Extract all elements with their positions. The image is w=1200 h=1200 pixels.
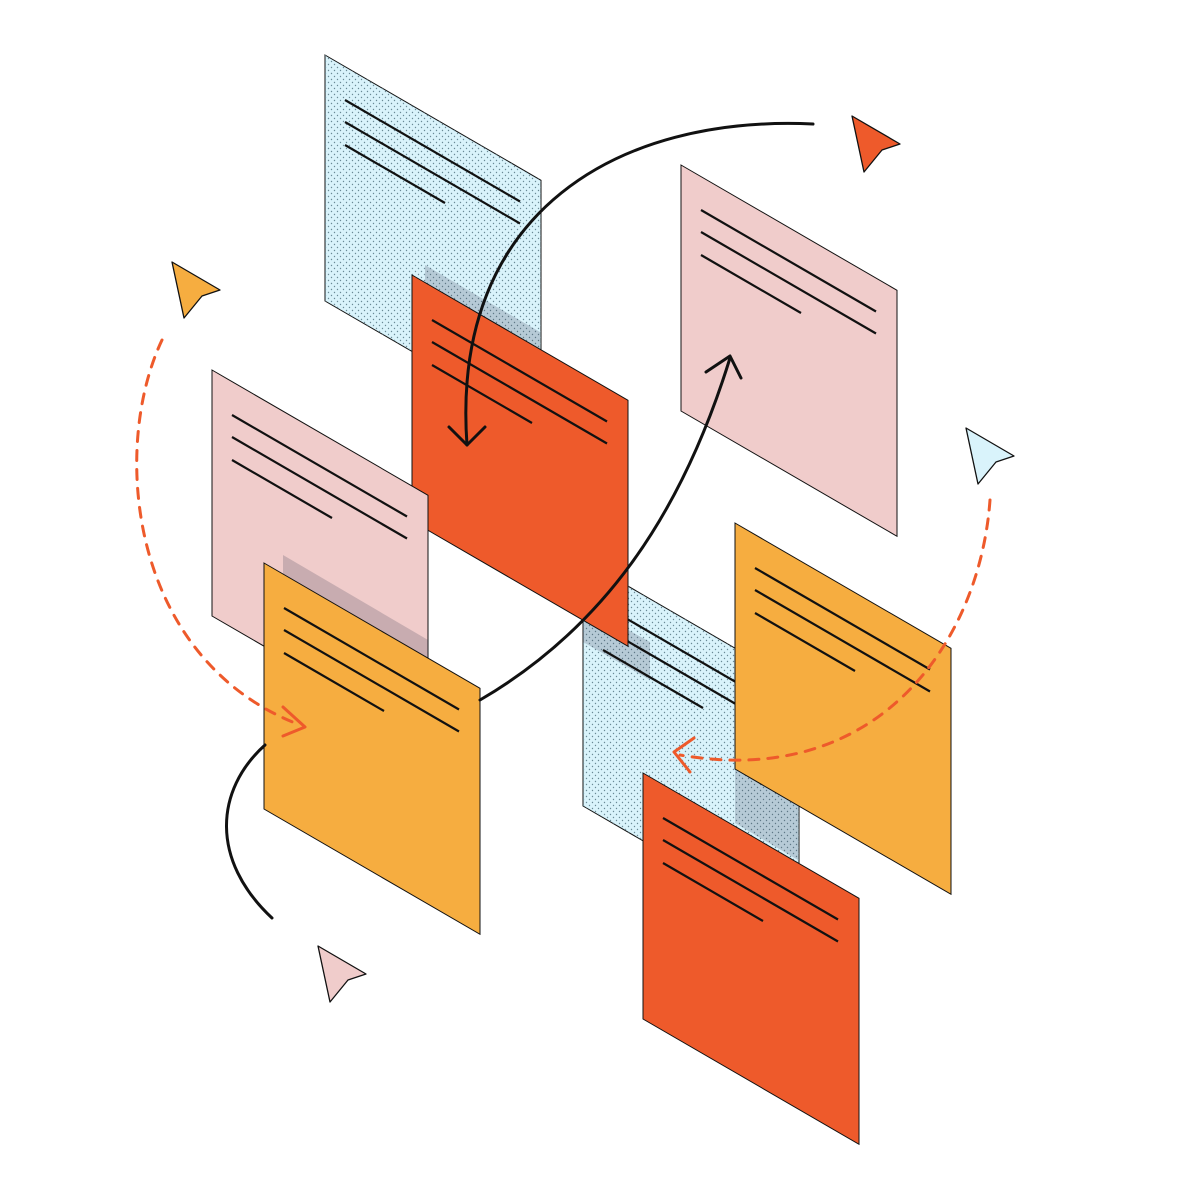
cursors-layer	[171, 115, 1015, 1003]
card-text-line	[602, 649, 704, 709]
dashed-arrow-right-head	[672, 736, 696, 774]
card-text-line	[283, 607, 460, 711]
card-text-line	[231, 436, 408, 540]
curved-arrow-tail	[225, 743, 274, 920]
curved-arrow-up	[478, 356, 732, 702]
cursor-red-icon	[851, 115, 901, 173]
card-text-line	[431, 319, 608, 423]
card-body	[411, 274, 629, 648]
card-shadow	[735, 760, 798, 860]
card-text-line	[754, 612, 856, 672]
card-body	[263, 562, 481, 936]
card-text-line	[283, 629, 460, 733]
card-text-line	[344, 144, 446, 204]
curved-arrow-down	[464, 121, 815, 447]
cards-layer	[211, 54, 952, 1146]
card-text-line	[700, 231, 877, 335]
card-yellow-left	[263, 562, 481, 936]
card-body	[642, 772, 860, 1146]
card-text-line	[700, 254, 802, 314]
card-body	[734, 522, 952, 896]
card-text-line	[662, 817, 839, 921]
cursor-yellow-icon	[171, 261, 221, 319]
card-red-bottom	[642, 772, 860, 1146]
cursor-blue-icon	[965, 427, 1015, 485]
curved-arrow-up-head	[704, 354, 743, 380]
card-text-line	[662, 862, 764, 922]
cursor-pink-icon	[317, 945, 367, 1003]
arrows-layer	[135, 121, 992, 920]
card-text-line	[754, 567, 931, 671]
card-body	[680, 164, 898, 538]
card-text-line	[344, 99, 521, 203]
dashed-arrow-left-head	[281, 705, 307, 738]
dashed-arrow-left	[135, 338, 302, 727]
card-text-line	[231, 414, 408, 518]
dashed-arrow-right	[678, 498, 992, 762]
card-red-center	[411, 274, 629, 648]
card-text-line	[700, 209, 877, 313]
curved-arrow-down-head	[447, 425, 487, 447]
card-text-line	[662, 839, 839, 943]
card-text-line	[431, 341, 608, 445]
card-yellow-right	[734, 522, 952, 896]
card-text-line	[231, 459, 333, 519]
card-text-line	[344, 121, 521, 225]
card-text-line	[431, 364, 533, 424]
card-pink-right	[680, 164, 898, 538]
card-text-line	[754, 589, 931, 693]
card-text-line	[283, 652, 385, 712]
